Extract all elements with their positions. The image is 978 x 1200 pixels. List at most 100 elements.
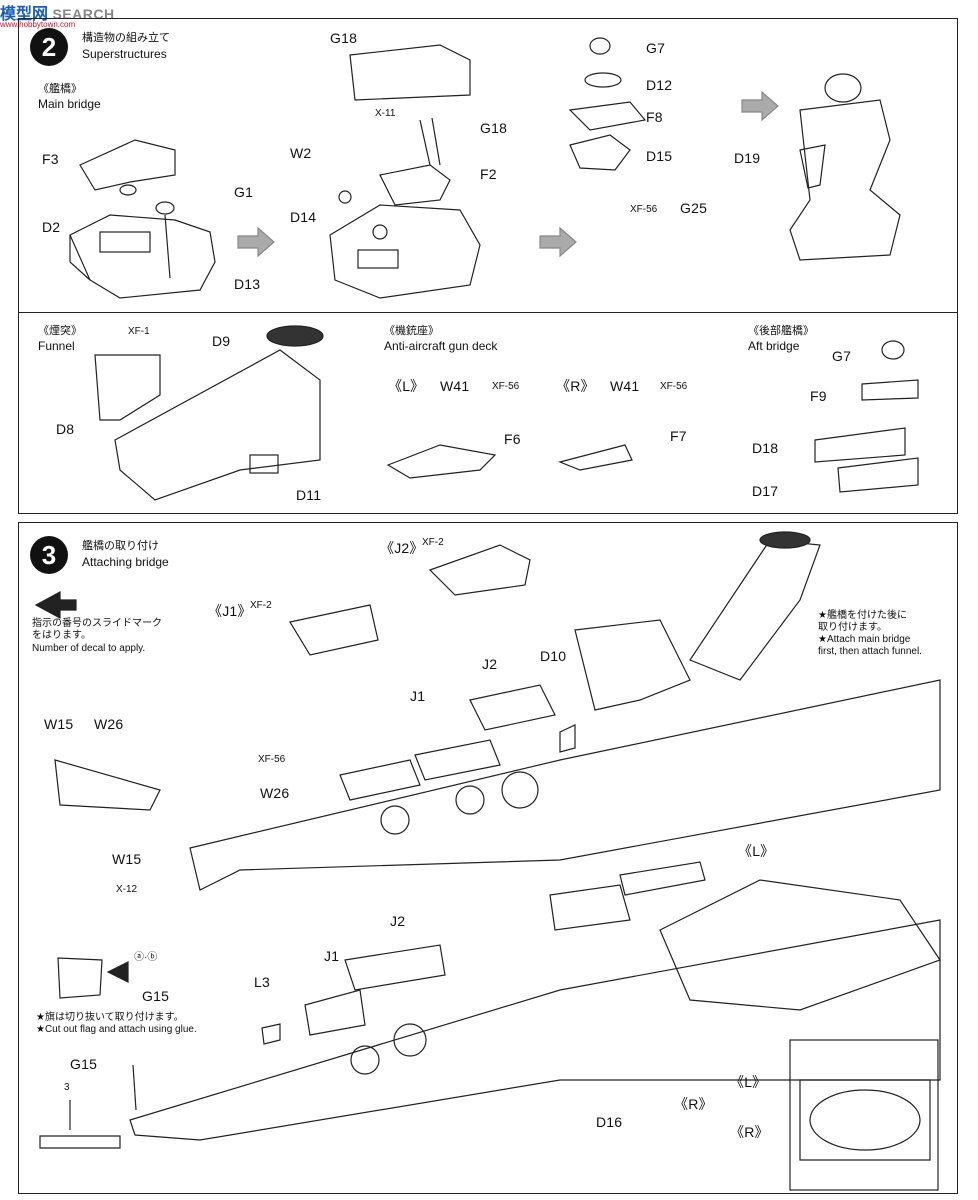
- label-g15: G15: [70, 1056, 98, 1072]
- label-g15-flag: G15: [142, 988, 170, 1004]
- bridge-note-jp2: 取り付けます。: [818, 622, 887, 633]
- bridge-note-en1: ★Attach main bridge: [818, 634, 911, 645]
- step-arrow-1: [237, 226, 275, 258]
- label-d11: D11: [296, 487, 322, 503]
- label-j2-lower: J2: [390, 913, 406, 929]
- label-d13: D13: [234, 276, 261, 292]
- deck-inset: [789, 1039, 939, 1191]
- label-l-aa: 《L》: [388, 378, 425, 394]
- label-x11: X-11: [375, 108, 396, 119]
- label-xf56-right: XF-56: [660, 381, 688, 392]
- label-d17: D17: [752, 483, 779, 499]
- label-d2: D2: [42, 219, 61, 235]
- main-bridge-jp: 《艦橋》: [38, 83, 82, 95]
- step3-title-jp: 艦橋の取り付け: [82, 540, 159, 552]
- label-f9: F9: [810, 388, 827, 404]
- label-xf56-left: XF-56: [492, 381, 520, 392]
- label-l-lower: 《L》: [738, 843, 775, 859]
- aa-deck-left: [386, 444, 497, 479]
- label-d15: D15: [646, 148, 673, 164]
- label-x12: X-12: [116, 884, 138, 895]
- turret-j1-callout: [289, 604, 379, 656]
- label-f2: F2: [480, 166, 497, 182]
- label-ab: ⓐ·ⓑ: [134, 952, 158, 963]
- step2-number: 2: [30, 28, 68, 66]
- label-xf2-j2: XF-2: [422, 537, 444, 548]
- label-d8: D8: [56, 421, 75, 437]
- label-w41-left: W41: [440, 378, 470, 394]
- label-l3: L3: [254, 974, 270, 990]
- aft-bridge-jp: 《後部艦橋》: [748, 325, 814, 337]
- step3-title-en: Attaching bridge: [82, 555, 169, 569]
- aft-bridge-drawing: [814, 340, 919, 493]
- decal-note-en: Number of decal to apply.: [32, 643, 146, 654]
- label-j2-callout: 《J2》: [380, 540, 424, 556]
- flag-g15: [57, 957, 129, 999]
- main-bridge-part-d13: [69, 139, 216, 299]
- label-w15-bow: W15: [44, 716, 74, 732]
- label-xf2-j1: XF-2: [250, 600, 272, 611]
- step3-number: 3: [30, 536, 68, 574]
- label-d19: D19: [734, 150, 761, 166]
- label-w26: W26: [260, 785, 290, 801]
- label-l-inset: 《L》: [730, 1074, 767, 1090]
- bridge-top-parts: [568, 37, 647, 171]
- label-d12: D12: [646, 77, 673, 93]
- aa-deck-right: [558, 444, 633, 471]
- step2-title-en: Superstructures: [82, 47, 167, 61]
- bow-inset: [39, 1100, 121, 1149]
- funnel-jp: 《煙突》: [38, 325, 82, 337]
- step2-divider: [18, 312, 958, 313]
- step2-title-jp: 構造物の組み立て: [82, 32, 170, 44]
- label-r-inset: 《R》: [730, 1124, 769, 1140]
- label-g1: G1: [234, 184, 254, 200]
- aa-deck-en: Anti-aircraft gun deck: [384, 339, 498, 353]
- flag-note-jp: ★旗は切り抜いて取り付けます。: [36, 1012, 184, 1023]
- label-f3: F3: [42, 151, 59, 167]
- label-j1-lower: J1: [324, 948, 340, 964]
- label-d14: D14: [290, 209, 317, 225]
- label-circle3: 3: [64, 1082, 70, 1093]
- turret-j2-callout: [428, 544, 531, 596]
- label-w26-bow: W26: [94, 716, 124, 732]
- bridge-note-jp1: ★艦橋を付けた後に: [818, 610, 907, 621]
- label-w15: W15: [112, 851, 142, 867]
- label-g7: G7: [646, 40, 666, 56]
- hull-lower: [129, 861, 941, 1141]
- label-g18: G18: [480, 120, 508, 136]
- decal-note-jp2: をはります。: [32, 630, 91, 641]
- main-bridge-en: Main bridge: [38, 97, 101, 111]
- label-d16: D16: [596, 1114, 623, 1130]
- label-j2-upper: J2: [482, 656, 498, 672]
- bow-detail: [54, 759, 161, 811]
- decal-note-jp1: 指示の番号のスライドマーク: [32, 618, 162, 629]
- label-j1-upper: J1: [410, 688, 426, 704]
- step-arrow-3: [741, 90, 779, 122]
- bridge-note-en2: first, then attach funnel.: [818, 646, 922, 657]
- label-r-lower: 《R》: [674, 1096, 713, 1112]
- label-d9: D9: [212, 333, 231, 349]
- step-arrow-2: [539, 226, 577, 258]
- aa-deck-jp: 《機銃座》: [384, 325, 439, 337]
- label-g18-top: G18: [330, 30, 358, 46]
- label-f7: F7: [670, 428, 687, 444]
- label-g25: G25: [680, 200, 708, 216]
- label-j1-callout: 《J1》: [208, 603, 252, 619]
- funnel-en: Funnel: [38, 339, 75, 353]
- step3-panel: [18, 522, 958, 1194]
- decal-arrow-icon: [34, 590, 77, 620]
- label-d18: D18: [752, 440, 779, 456]
- aft-bridge-en: Aft bridge: [748, 339, 800, 353]
- hull-upper: [189, 531, 941, 891]
- completed-bridge: [789, 73, 901, 261]
- step2-panel: [18, 18, 958, 514]
- label-d10: D10: [540, 648, 567, 664]
- label-xf56-g25: XF-56: [630, 204, 658, 215]
- middle-bridge-assembly: [329, 44, 481, 299]
- label-r-aa: 《R》: [556, 378, 595, 394]
- label-w2: W2: [290, 145, 312, 161]
- funnel-drawing: [94, 325, 324, 501]
- label-g7-aft: G7: [832, 348, 852, 364]
